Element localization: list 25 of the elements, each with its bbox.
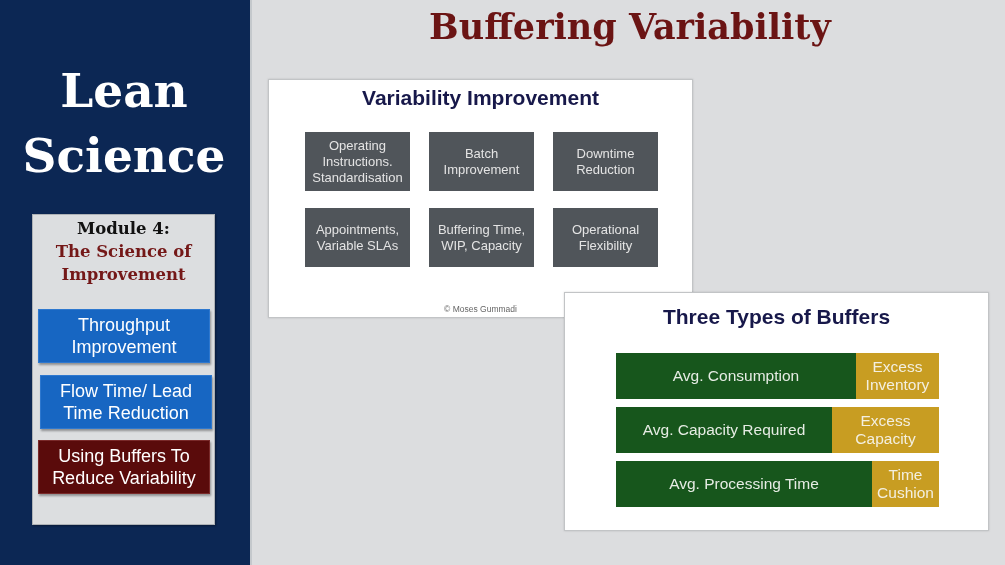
topic-box: Flow Time/ Lead Time Reduction [40, 375, 212, 429]
average-bar-segment: Avg. Consumption [616, 353, 856, 399]
page-title: Buffering Variability [428, 5, 833, 49]
sidebar-title: Lean Science [21, 62, 227, 185]
topic-box: Using Buffers To Reduce Variability [38, 440, 210, 494]
slide-card [564, 292, 989, 531]
card-heading: Variability Improvement [361, 85, 600, 111]
copyright-note: © Moses Gummadi [444, 304, 517, 315]
method-box: Batch Improvement [429, 132, 534, 191]
method-box: Operating Instructions. Standardisation [305, 132, 410, 191]
module-panel [32, 214, 215, 525]
sidebar-panel [0, 0, 252, 565]
average-bar-segment: Avg. Capacity Required [616, 407, 832, 453]
method-box: Downtime Reduction [553, 132, 658, 191]
buffer-bar-segment: Excess Capacity [832, 407, 939, 453]
module-title: The Science of Improvement [54, 241, 194, 286]
buffer-bar-segment: Time Cushion [872, 461, 939, 507]
module-number: Module 4: [76, 218, 171, 240]
buffer-bar-segment: Excess Inventory [856, 353, 939, 399]
topic-box: Throughput Improvement [38, 309, 210, 363]
card-heading: Three Types of Buffers [661, 304, 892, 330]
average-bar-segment: Avg. Processing Time [616, 461, 872, 507]
method-box: Operational Flexibility [553, 208, 658, 267]
method-box: Buffering Time, WIP, Capacity [429, 208, 534, 267]
method-box: Appointments, Variable SLAs [305, 208, 410, 267]
